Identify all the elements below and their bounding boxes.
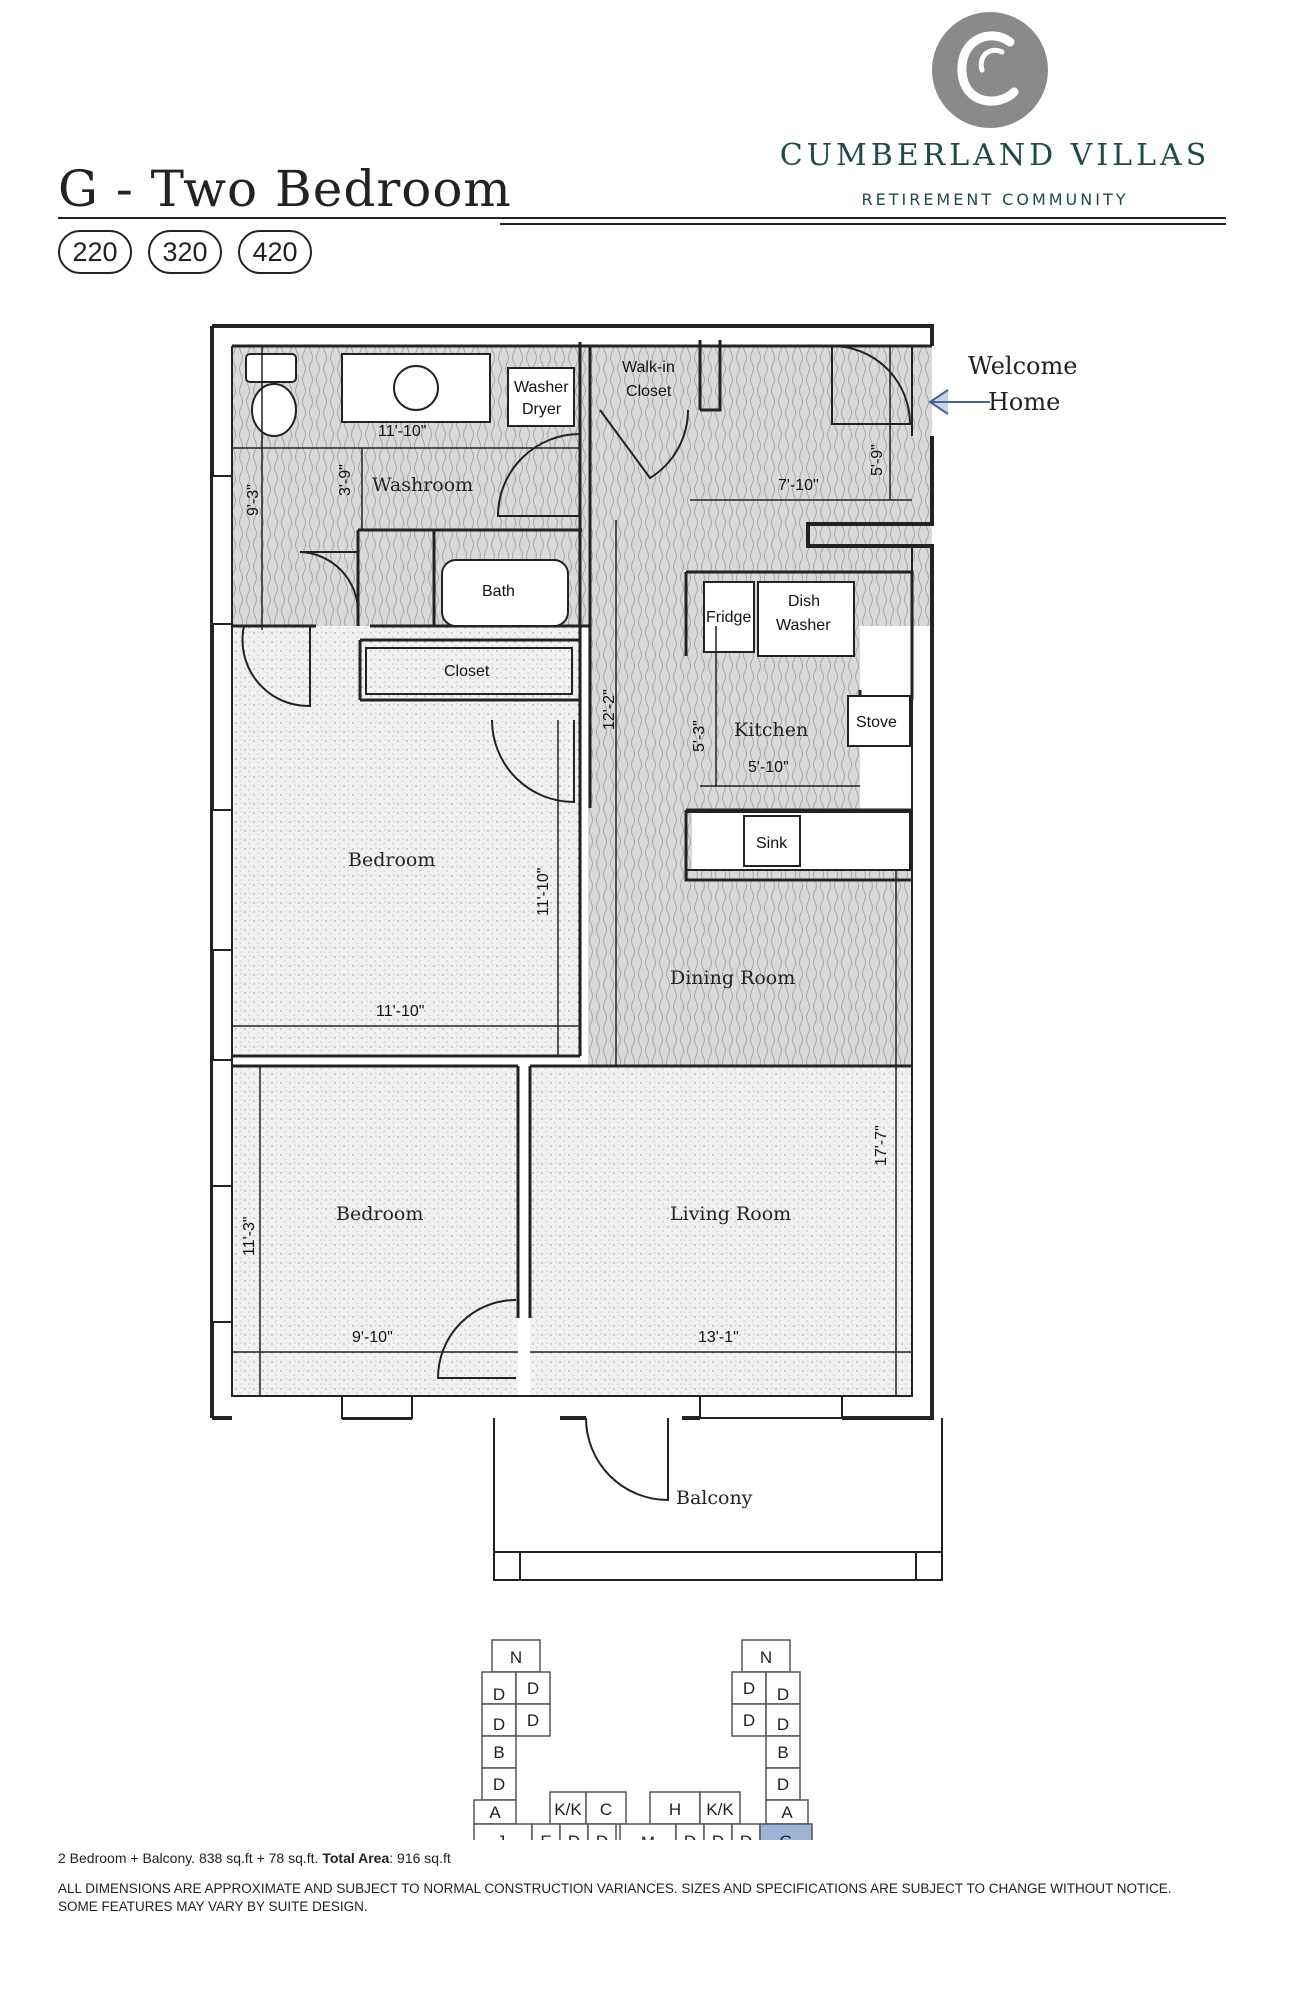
fixture-label-dish: Dish [788, 593, 820, 610]
room-label-bedroom-1: Bedroom [348, 849, 435, 871]
keyplan-right-5: B [777, 1743, 788, 1762]
logo-c-icon [957, 31, 1019, 106]
keyplan-left-7: A [489, 1803, 501, 1822]
entry-label-line1: Welcome [968, 352, 1077, 380]
suite-badge-420: 420 [238, 230, 312, 274]
dim-living-depth: 17'-7" [873, 1125, 890, 1166]
fixture-label-bath: Bath [482, 583, 515, 600]
room-label-bedroom-2: Bedroom [336, 1203, 423, 1225]
dim-washroom-niche: 3'-9" [337, 464, 354, 496]
keyplan-left-1: D [527, 1679, 539, 1698]
dishwasher [757, 581, 855, 657]
keyplan-left-4: D [493, 1715, 505, 1734]
carpet-bedroom2 [232, 1066, 518, 1396]
entry-label-line2: Home [988, 388, 1060, 416]
dim-entry-depth: 5'-9" [869, 444, 886, 476]
area-summary-text: 2 Bedroom + Balcony. 838 sq.ft + 78 sq.f… [58, 1850, 319, 1866]
room-label-kitchen: Kitchen [734, 719, 808, 741]
room-label-dining: Dining Room [670, 967, 795, 989]
keyplan-left-3: D [527, 1711, 539, 1730]
bathtub [441, 559, 569, 627]
fridge [703, 581, 755, 653]
keyplan-right-1: D [743, 1679, 755, 1698]
area-total-label: Total Area [322, 1850, 390, 1866]
fixture-label-bedroom-closet: Closet [444, 663, 490, 680]
dim-hall-length: 12'-2" [601, 689, 618, 730]
keyplan-center-top-3: K/K [706, 1800, 734, 1819]
carpet-bedroom1 [232, 626, 582, 1056]
floor-plan: Washroom Bedroom Bedroom Kitchen Dining … [210, 324, 1077, 1840]
dim-kitchen-depth: 5'-3" [691, 720, 708, 752]
keyplan-center-bottom-6: D [740, 1832, 752, 1840]
keyplan-left-8: J [497, 1832, 506, 1840]
dim-living-width: 13'-1" [698, 1329, 739, 1346]
keyplan-center-bottom-0: E [540, 1832, 551, 1840]
dim-bedroom2-depth: 11'-3" [241, 1216, 258, 1256]
keyplan-center-bottom-5: D [712, 1832, 724, 1840]
room-label-living: Living Room [670, 1203, 791, 1225]
dim-bedroom1-width: 11'-10" [376, 1003, 424, 1020]
fixture-label-closet: Closet [626, 383, 672, 400]
washer-dryer [507, 367, 575, 427]
logo-icon [932, 12, 1048, 128]
disclaimer: ALL DIMENSIONS ARE APPROXIMATE AND SUBJE… [58, 1881, 1172, 1914]
fixtures [245, 353, 911, 871]
dim-bedroom2-width: 9'-10" [352, 1329, 393, 1346]
keyplan-left-6: D [493, 1775, 505, 1794]
room-label-washroom: Washroom [372, 474, 473, 496]
area-total-value: : 916 sq.ft [389, 1850, 451, 1866]
suite-badge-320: 320 [148, 230, 222, 274]
dim-bedroom1-depth: 11'-10" [535, 868, 552, 916]
dimension-lines [232, 346, 912, 1396]
keyplan-right-2: D [777, 1685, 789, 1704]
fixture-label-stove: Stove [856, 714, 897, 731]
keyplan-right-4: D [777, 1715, 789, 1734]
dim-washroom-height: 9'-3" [245, 484, 262, 516]
toilet-bowl [251, 383, 297, 437]
fixture-label-sink: Sink [756, 835, 788, 852]
keyplan-center-top-1: C [600, 1800, 612, 1819]
brand-subtitle: RETIREMENT COMMUNITY [861, 190, 1129, 209]
toilet-tank [245, 353, 297, 383]
keyplan-right-6: D [777, 1775, 789, 1794]
keyplan-highlight-unit [759, 1823, 813, 1840]
keyplan-right-7: A [781, 1803, 793, 1822]
area-summary: 2 Bedroom + Balcony. 838 sq.ft + 78 sq.f… [58, 1850, 451, 1866]
fixture-label-fridge: Fridge [706, 609, 751, 626]
keyplan-center-bottom-1: D [568, 1832, 580, 1840]
dim-kitchen-width: 5'-10" [748, 759, 789, 776]
key-plan: N D D D D B D A J N D D D D B D A G K/K … [473, 1639, 813, 1840]
keyplan-center-top-2: H [669, 1800, 681, 1819]
doors [241, 344, 912, 1502]
title-rule [58, 217, 1226, 219]
keyplan-center-top-0: K/K [554, 1800, 582, 1819]
title-rule-secondary [500, 223, 1226, 225]
fixture-label-dryer: Dryer [522, 401, 562, 418]
fixture-label-washer: Washer [514, 379, 569, 396]
entry-arrow-icon [928, 389, 990, 415]
stove [847, 695, 911, 747]
dim-washroom-width: 11'-10" [378, 423, 426, 440]
windows [211, 475, 843, 1419]
keyplan-right-3: D [743, 1711, 755, 1730]
keyplan-center-bottom-4: D [684, 1832, 696, 1840]
keyplan-center-bottom-3: M [641, 1833, 655, 1840]
brand-name: CUMBERLAND VILLAS [779, 138, 1211, 173]
fixture-label-dishwasher: Washer [776, 617, 831, 634]
suite-badge-220: 220 [58, 230, 132, 274]
sink [743, 815, 801, 867]
page-title: G - Two Bedroom [58, 160, 512, 218]
wood-floor-dining [588, 870, 912, 1066]
keyplan-right-0: N [760, 1648, 772, 1667]
keyplan-left-0: N [510, 1648, 522, 1667]
keyplan-center-bottom-2: D [596, 1832, 608, 1840]
room-label-balcony: Balcony [676, 1487, 753, 1509]
carpet-living [530, 1066, 912, 1396]
keyplan-left-5: B [493, 1743, 504, 1762]
balcony-frame [493, 1418, 943, 1581]
fixture-label-walkin: Walk-in [622, 359, 675, 376]
keyplan-left-2: D [493, 1685, 505, 1704]
keyplan-right-8: G [779, 1832, 792, 1840]
dim-entry-width: 7'-10" [778, 477, 819, 494]
